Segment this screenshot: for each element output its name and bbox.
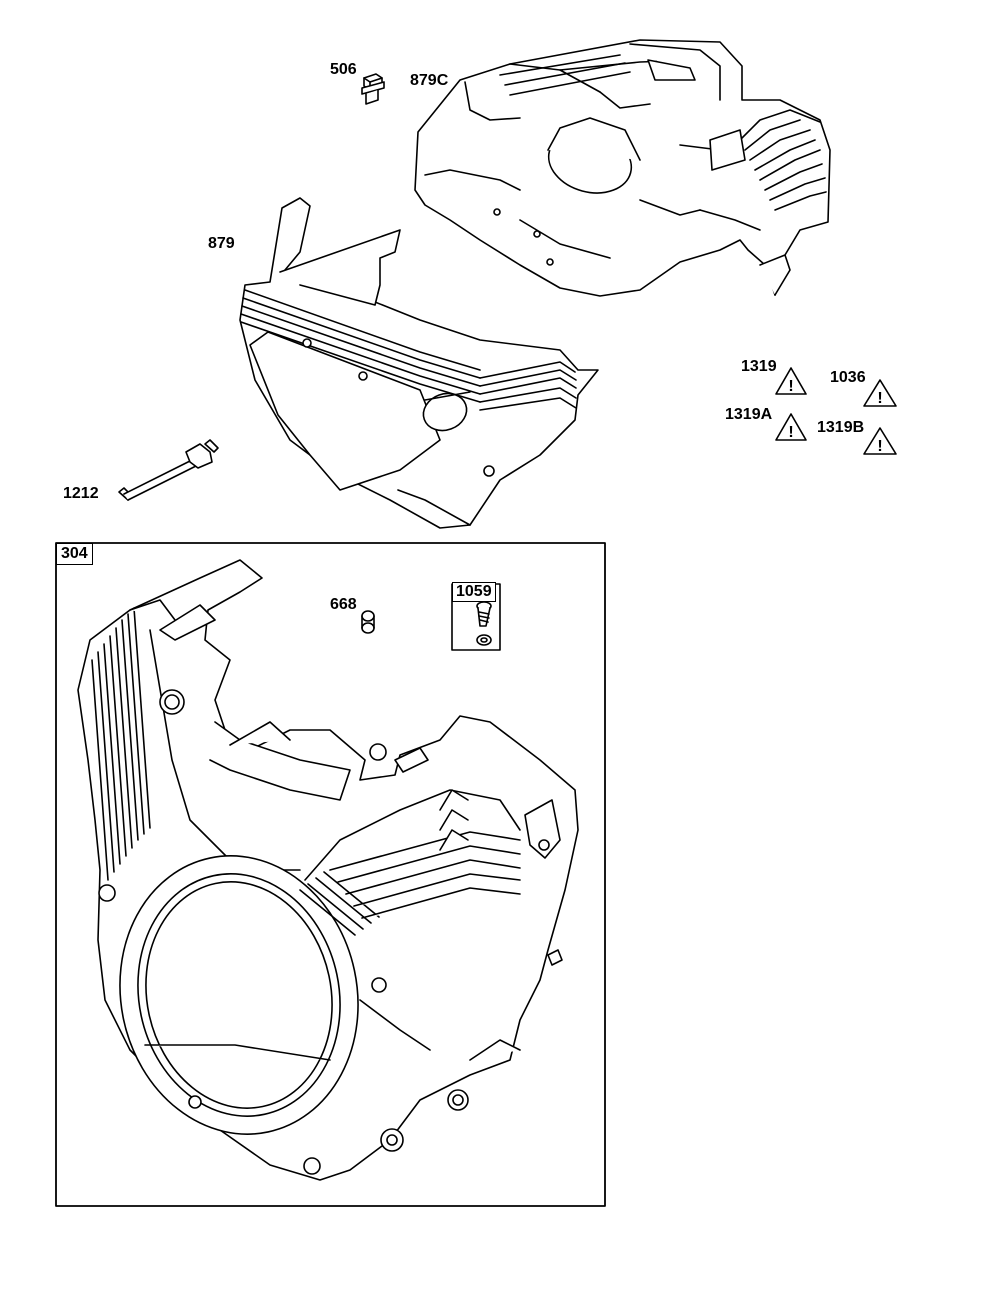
- part-label-506: 506: [330, 61, 357, 78]
- svg-text:!: !: [877, 390, 882, 407]
- svg-text:!: !: [788, 378, 793, 395]
- warning-triangle-1319b: !: [863, 427, 897, 455]
- stud-1212: [118, 439, 219, 501]
- part-label-879c: 879C: [410, 72, 449, 89]
- svg-text:!: !: [788, 424, 793, 441]
- warning-triangle-1036: !: [863, 379, 897, 407]
- part-label-1319a: 1319A: [725, 406, 773, 423]
- kit-304-frame: [55, 542, 606, 1207]
- bolt-506: [361, 73, 385, 105]
- screw-1059: [476, 601, 492, 646]
- kit-label-304: 304: [56, 543, 93, 565]
- part-label-879: 879: [208, 235, 235, 252]
- kit-label-1059: 1059: [452, 582, 496, 602]
- part-label-1036: 1036: [830, 369, 866, 386]
- warning-triangle-1319: !: [775, 367, 807, 395]
- part-label-1212: 1212: [63, 485, 99, 502]
- front-shroud-879: [239, 197, 599, 529]
- blower-housing: [77, 559, 579, 1181]
- svg-text:!: !: [877, 438, 882, 455]
- upper-shroud-879c: [414, 39, 831, 297]
- part-label-1319b: 1319B: [817, 419, 865, 436]
- part-label-668: 668: [330, 596, 357, 613]
- plug-668: [361, 610, 375, 634]
- warning-triangle-1319a: !: [775, 413, 807, 441]
- part-label-1319: 1319: [741, 358, 777, 375]
